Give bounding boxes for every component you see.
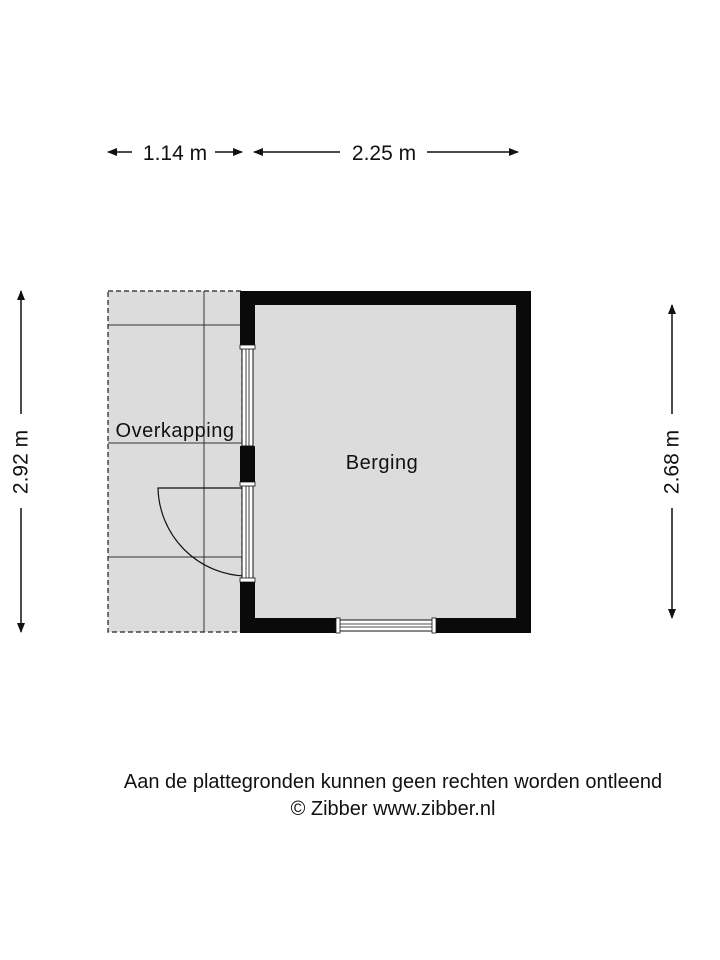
dimension-label-top-left: 1.14 m [143, 142, 207, 165]
window-left-upper [239, 344, 256, 447]
room-label-berging: Berging [346, 452, 418, 474]
room-label-overkapping: Overkapping [116, 420, 235, 442]
berging-room [239, 291, 531, 634]
overkapping-area [107, 290, 247, 633]
dimension-top-right: 2.25 m [253, 142, 519, 165]
door-left [239, 481, 256, 583]
dimension-label-right: 2.68 m [661, 430, 684, 494]
window-bottom [335, 617, 437, 634]
dimension-right: 2.68 m [661, 304, 684, 619]
wall-top [240, 291, 531, 305]
disclaimer-text: Aan de plattegronden kunnen geen rechten… [123, 771, 663, 793]
dimension-top-left: 1.14 m [107, 142, 243, 165]
wall-left-top [240, 291, 255, 347]
copyright-text: © Zibber www.zibber.nl [290, 798, 496, 820]
berging-floor [249, 299, 523, 625]
wall-right [516, 291, 531, 633]
wall-left-bottom [240, 582, 255, 633]
dimension-left: 2.92 m [10, 290, 33, 633]
dimension-label-top-right: 2.25 m [352, 142, 416, 165]
dimension-label-left: 2.92 m [10, 430, 33, 494]
wall-left-middle [240, 446, 255, 482]
door-swing [157, 487, 247, 577]
wall-bottom-left [240, 618, 336, 633]
wall-bottom-right [436, 618, 531, 633]
